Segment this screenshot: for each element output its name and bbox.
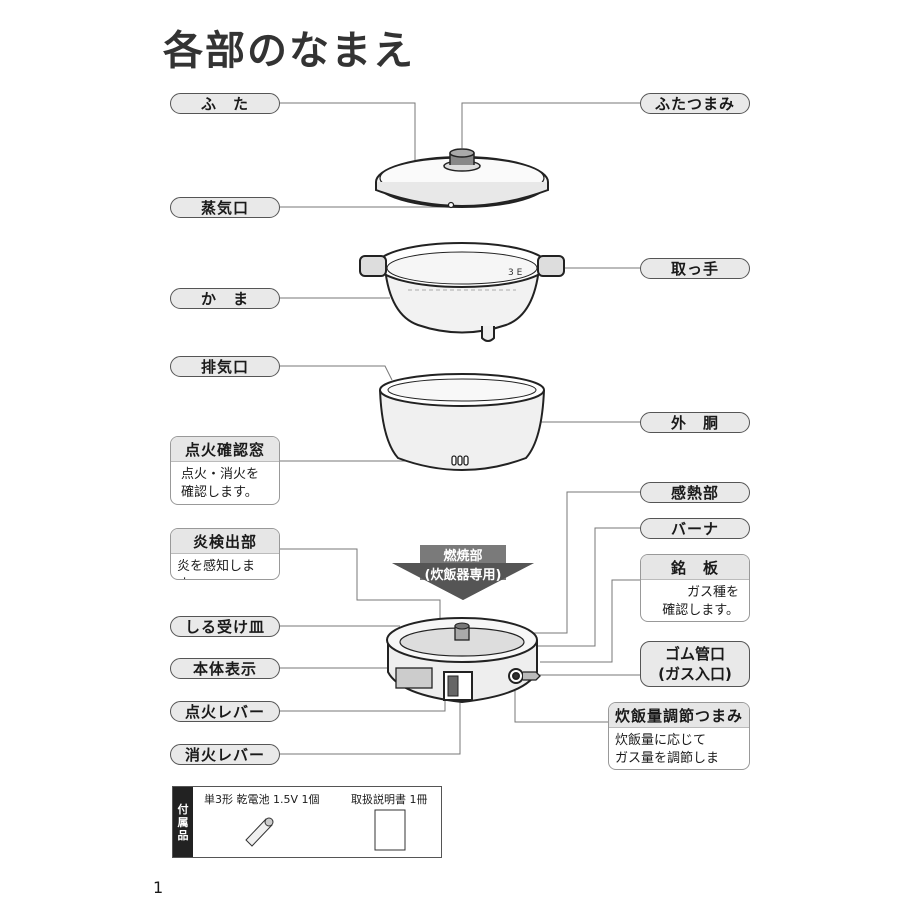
box-body: 炊飯量に応じて ガス量を調節します。 xyxy=(615,733,720,766)
label-futatsumami: ふたつまみ xyxy=(640,93,750,114)
label-tenka-lever: 点火レバー xyxy=(170,701,280,722)
lid xyxy=(375,156,549,209)
box-title: 銘 板 xyxy=(641,555,749,580)
label-jokiguchi: 蒸気口 xyxy=(170,197,280,218)
label-gaido: 外 胴 xyxy=(640,412,750,433)
inner-pot: 3 E xyxy=(359,242,565,342)
accessory-battery: 単3形 乾電池 1.5V 1個 xyxy=(204,793,320,806)
box-honoo-kenshutsu: 炎検出部 炎を感知します。 xyxy=(170,528,280,580)
box-title: 炎検出部 xyxy=(171,529,279,554)
label-hontai-hyoji: 本体表示 xyxy=(170,658,280,679)
label-bana: バーナ xyxy=(640,518,750,539)
box-body: 点火・消火を 確認します。 xyxy=(181,467,260,500)
burner-unit xyxy=(386,617,541,704)
box-title: 炊飯量調節つまみ xyxy=(609,703,749,728)
label-totte: 取っ手 xyxy=(640,258,750,279)
box-body: ガス種を 確認します。 xyxy=(662,585,739,618)
label-shoka-lever: 消火レバー xyxy=(170,744,280,765)
accessory-manual: 取扱説明書 1冊 xyxy=(351,793,428,806)
label-futa: ふ た xyxy=(170,93,280,114)
svg-text:3 E: 3 E xyxy=(508,268,523,278)
box-meiban: 銘 板 ガス種を 確認します。 xyxy=(640,554,750,622)
label-shiruukezara: しる受け皿 xyxy=(170,616,280,637)
leader-lines xyxy=(280,102,750,755)
label-kannetsubu: 感熱部 xyxy=(640,482,750,503)
box-body: 炎を感知します。 xyxy=(177,559,256,579)
combustion-arrow xyxy=(392,545,534,600)
accessories-box: 付 属 品 単3形 乾電池 1.5V 1個 取扱説明書 1冊 xyxy=(172,786,442,858)
box-title: 点火確認窓 xyxy=(171,437,279,462)
page-number: 1 xyxy=(153,878,164,897)
page-title: 各部のなまえ xyxy=(163,28,415,74)
box-tenka-window: 点火確認窓 点火・消火を 確認します。 xyxy=(170,436,280,505)
manual-icon xyxy=(374,809,406,851)
arrow-label: 燃焼部 (炊飯器専用) xyxy=(424,549,502,583)
box-suihanryo: 炊飯量調節つまみ 炊飯量に応じて ガス量を調節します。 xyxy=(608,702,750,770)
accessories-side-label: 付 属 品 xyxy=(173,787,193,857)
outer-body xyxy=(379,373,545,471)
label-gomu-kanguchi: ゴム管口 (ガス入口) xyxy=(640,641,750,687)
lid-knob-icon xyxy=(443,148,481,172)
label-haikiguchi: 排気口 xyxy=(170,356,280,377)
ignition-window-icon xyxy=(451,455,469,466)
label-kama: か ま xyxy=(170,288,280,309)
battery-icon xyxy=(245,817,274,847)
